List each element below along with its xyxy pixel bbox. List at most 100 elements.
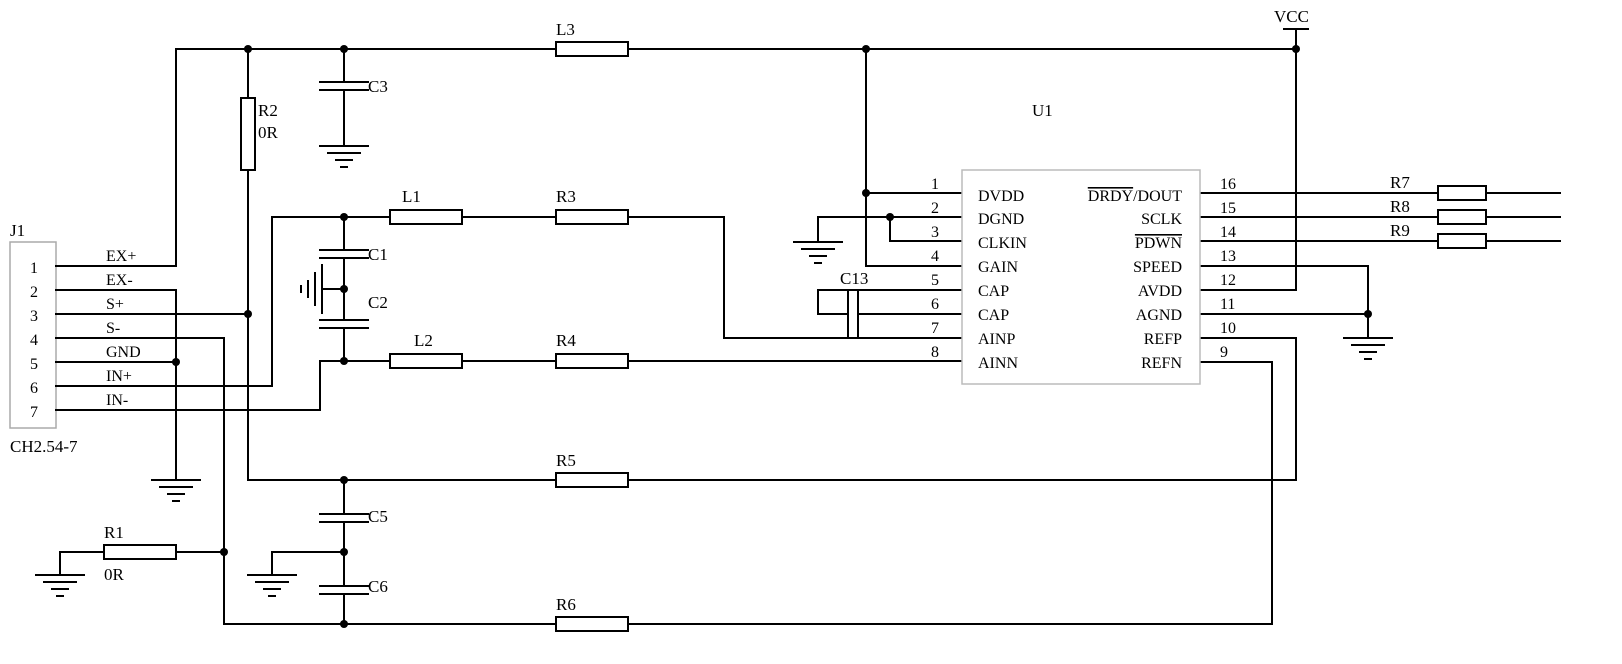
- capacitor-c2: C2: [319, 293, 388, 329]
- chip-pin-name: SPEED: [1133, 259, 1182, 276]
- chip-pin-name: SCLK: [1141, 211, 1182, 228]
- wires: [55, 28, 1561, 625]
- capacitor-c5: C5: [319, 507, 388, 526]
- capacitor-c1: C1: [319, 245, 388, 264]
- resistor-r9: R9: [1390, 221, 1487, 249]
- resistor-r7-ref: R7: [1390, 173, 1410, 192]
- connector-j1-pin-num: 6: [30, 380, 38, 397]
- chip-u1-ref: U1: [1032, 101, 1053, 120]
- chip-pin-name: GAIN: [978, 259, 1018, 276]
- ground-symbol: [35, 574, 85, 597]
- chip-pin-name: AVDD: [1138, 283, 1182, 300]
- connector-j1-pin-num: 4: [30, 332, 38, 349]
- resistor-r2-ref: R2: [258, 101, 278, 120]
- chip-pin-number: 9: [1220, 344, 1228, 361]
- chip-pin-name: DVDD: [978, 188, 1024, 205]
- resistor-r9-ref: R9: [1390, 221, 1410, 240]
- capacitor-c13-ref: C13: [840, 269, 868, 288]
- connector-j1-body: [9, 241, 57, 429]
- chip-pin-number: 13: [1220, 248, 1236, 265]
- chip-pin-number: 1: [931, 176, 939, 193]
- capacitor-c6-ref: C6: [368, 577, 388, 596]
- chip-pin-number: 2: [931, 200, 939, 217]
- chip-pin-number: 4: [931, 248, 939, 265]
- net-label: IN-: [106, 392, 128, 409]
- capacitor-c5-ref: C5: [368, 507, 388, 526]
- chip-u1: U1 1 DVDD 2 DGND 3 CLKIN 4 GAIN 5 CAP 6 …: [931, 101, 1236, 385]
- chip-pin-number: 15: [1220, 200, 1236, 217]
- connector-j1-pin-num: 5: [30, 356, 38, 373]
- resistor-r6-ref: R6: [556, 595, 576, 614]
- chip-pin-number: 8: [931, 344, 939, 361]
- capacitor-c6: C6: [319, 577, 388, 596]
- chip-pin-name: CLKIN: [978, 235, 1027, 252]
- chip-pin-name-overbar: DRDY: [1088, 188, 1134, 205]
- connector-j1-pin-num: 3: [30, 308, 38, 325]
- chip-pin-name: CAP: [978, 307, 1009, 324]
- chip-pin-number: 11: [1220, 296, 1235, 313]
- resistor-r5: R5: [555, 451, 629, 488]
- connector-j1-pin-num: 7: [30, 404, 38, 421]
- inductor-l2: L2: [389, 331, 463, 369]
- resistor-r4: R4: [555, 331, 629, 369]
- inductor-l3: L3: [555, 20, 629, 57]
- capacitor-c13: C13: [840, 269, 868, 339]
- resistor-r8: R8: [1390, 197, 1487, 225]
- chip-pin-name: CAP: [978, 283, 1009, 300]
- chip-pin-name-suffix: /DOUT: [1133, 188, 1182, 205]
- chip-pin-name: AINP: [978, 331, 1015, 348]
- ground-symbol: [793, 241, 843, 264]
- resistor-r4-ref: R4: [556, 331, 576, 350]
- resistor-r8-ref: R8: [1390, 197, 1410, 216]
- chip-pin-number: 14: [1220, 224, 1236, 241]
- ground-symbol: [300, 264, 323, 314]
- net-label: IN+: [106, 368, 132, 385]
- vcc-power-symbol: VCC: [1274, 7, 1309, 30]
- inductor-l1: L1: [389, 187, 463, 225]
- ground-symbol: [247, 574, 297, 597]
- capacitor-c3-ref: C3: [368, 77, 388, 96]
- connector-j1-pin-num: 2: [30, 284, 38, 301]
- net-label: EX-: [106, 272, 133, 289]
- chip-pin-name: DRDY/DOUT: [1088, 188, 1182, 205]
- inductor-l3-ref: L3: [556, 20, 575, 39]
- chip-pin-number: 6: [931, 296, 939, 313]
- chip-pin-name: AINN: [978, 355, 1018, 372]
- chip-pin-number: 5: [931, 272, 939, 289]
- junctions: [172, 45, 1372, 628]
- inductor-l2-ref: L2: [414, 331, 433, 350]
- chip-pin-name: REFN: [1141, 355, 1182, 372]
- resistor-r7: R7: [1390, 173, 1487, 201]
- resistor-r2: R2 0R: [240, 97, 279, 171]
- chip-pin-number: 12: [1220, 272, 1236, 289]
- ground-symbol: [1343, 337, 1393, 360]
- resistor-r3: R3: [555, 187, 629, 225]
- resistor-r1: R1 0R: [103, 523, 177, 584]
- chip-pin-number: 16: [1220, 176, 1236, 193]
- chip-pin-name: AGND: [1136, 307, 1182, 324]
- chip-pin-number: 7: [931, 320, 939, 337]
- resistor-r1-ref: R1: [104, 523, 124, 542]
- chip-pin-number: 3: [931, 224, 939, 241]
- chip-pin-name: REFP: [1144, 331, 1182, 348]
- resistor-r5-ref: R5: [556, 451, 576, 470]
- net-label: S-: [106, 320, 120, 337]
- capacitor-c3: C3: [319, 77, 388, 96]
- resistor-r2-value: 0R: [258, 123, 279, 142]
- connector-j1-ref: J1: [10, 221, 25, 240]
- resistor-r3-ref: R3: [556, 187, 576, 206]
- connector-j1-pin-num: 1: [30, 260, 38, 277]
- chip-pin-name: DGND: [978, 211, 1024, 228]
- resistor-r1-value: 0R: [104, 565, 125, 584]
- net-label: GND: [106, 344, 141, 361]
- chip-u1-body: [961, 169, 1201, 385]
- inductor-l1-ref: L1: [402, 187, 421, 206]
- chip-pin-name: PDWN: [1135, 235, 1183, 252]
- capacitor-c1-ref: C1: [368, 245, 388, 264]
- ground-symbol: [151, 479, 201, 502]
- net-label: S+: [106, 296, 124, 313]
- ground-symbol: [319, 145, 369, 168]
- net-label: EX+: [106, 248, 136, 265]
- vcc-label: VCC: [1274, 7, 1309, 26]
